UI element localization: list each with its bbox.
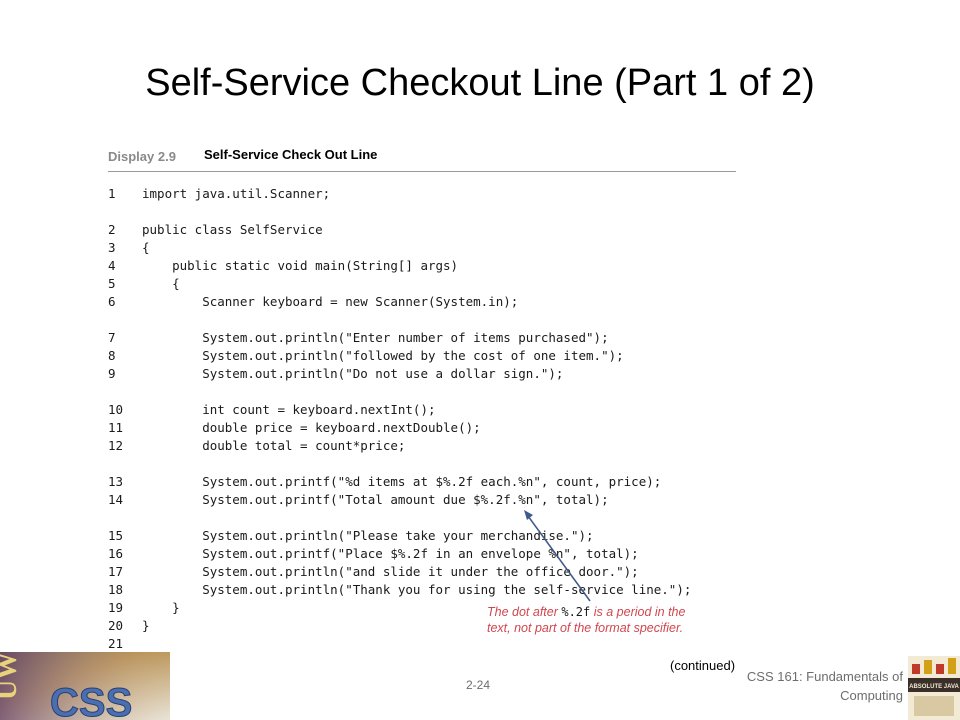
code-line: 7 System.out.println("Enter number of it…: [108, 330, 609, 345]
annotation-note: The dot after %.2f is a period in the te…: [487, 605, 686, 635]
code-line: 6 Scanner keyboard = new Scanner(System.…: [108, 294, 519, 309]
continued-label: (continued): [670, 658, 736, 673]
code-line: 15 System.out.println("Please take your …: [108, 528, 594, 543]
code-line: 17 System.out.println("and slide it unde…: [108, 564, 639, 579]
display-title: Self-Service Check Out Line: [204, 147, 378, 162]
logo-uwb-text: UWB: [0, 652, 23, 700]
code-line: 8 System.out.println("followed by the co…: [108, 348, 624, 363]
code-line: 21: [108, 636, 124, 651]
slide-number: 2-24: [466, 678, 491, 692]
code-line: 4 public static void main(String[] args): [108, 258, 459, 273]
code-line: 18 System.out.println("Thank you for usi…: [108, 582, 692, 597]
code-line: 5 {: [108, 276, 180, 291]
code-line: 16 System.out.printf("Place $%.2f in an …: [108, 546, 639, 561]
code-line: 3{: [108, 240, 150, 255]
code-line: 19 }: [108, 600, 180, 615]
code-line: 13 System.out.printf("%d items at $%.2f …: [108, 474, 662, 489]
book-label: ABSOLUTE JAVA: [909, 684, 959, 690]
code-line: 10 int count = keyboard.nextInt();: [108, 402, 436, 417]
display-number: Display 2.9: [108, 149, 176, 164]
absolute-java-book-icon: ABSOLUTE JAVA: [908, 656, 960, 720]
code-line: 20}: [108, 618, 150, 633]
display-header: Display 2.9 Self-Service Check Out Line: [108, 147, 736, 172]
uwb-css-logo: UWB CSS: [0, 652, 170, 720]
slide-title: Self-Service Checkout Line (Part 1 of 2): [145, 62, 815, 104]
code-line: 11 double price = keyboard.nextDouble();: [108, 420, 481, 435]
logo-css-text: CSS: [50, 681, 132, 720]
code-line: 14 System.out.printf("Total amount due $…: [108, 492, 609, 507]
course-name: CSS 161: Fundamentals of Computing: [746, 669, 903, 703]
code-line: 12 double total = count*price;: [108, 438, 406, 453]
code-line: 9 System.out.println("Do not use a dolla…: [108, 366, 564, 381]
